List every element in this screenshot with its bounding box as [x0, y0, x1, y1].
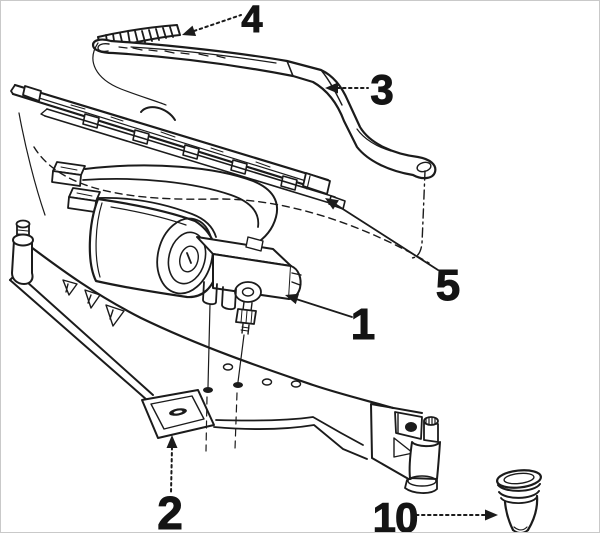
washer-hose-elbow: [496, 469, 542, 532]
callout-4: 4: [182, 1, 263, 42]
mounting-frame: [9, 219, 395, 460]
pivot-assembly: [370, 403, 441, 494]
callout-10: 10: [372, 494, 498, 533]
crank-bolt: [235, 301, 257, 335]
callout-2-label: 2: [157, 487, 183, 533]
pivot-shaft: [404, 416, 441, 494]
wiper-blade-assembly: [10, 83, 346, 210]
callout-3: 3: [325, 66, 394, 114]
wiper-motor: [51, 161, 302, 452]
callout-1: 1: [285, 293, 376, 350]
arm-to-blade-leader: [92, 42, 167, 106]
arm-pivot-centerline: [410, 170, 426, 259]
callout-3-label: 3: [370, 66, 393, 113]
leader-lines: [18, 42, 430, 264]
wiper-arm: [91, 38, 437, 180]
callout-5-label: 5: [436, 261, 460, 310]
callout-5: 5: [325, 198, 461, 311]
callout-10-label: 10: [373, 494, 418, 533]
callout-1-label: 1: [351, 300, 375, 349]
callout-2: 2: [157, 435, 183, 533]
callout-4-label: 4: [241, 1, 262, 41]
frame-tab: [141, 389, 215, 439]
motor-crank-housing: [196, 236, 302, 303]
harness-connectors: [51, 161, 101, 213]
frame-mounting-post: [11, 219, 34, 285]
blade-to-post-leader: [18, 112, 46, 216]
blade-dashed-leader: [33, 146, 430, 264]
